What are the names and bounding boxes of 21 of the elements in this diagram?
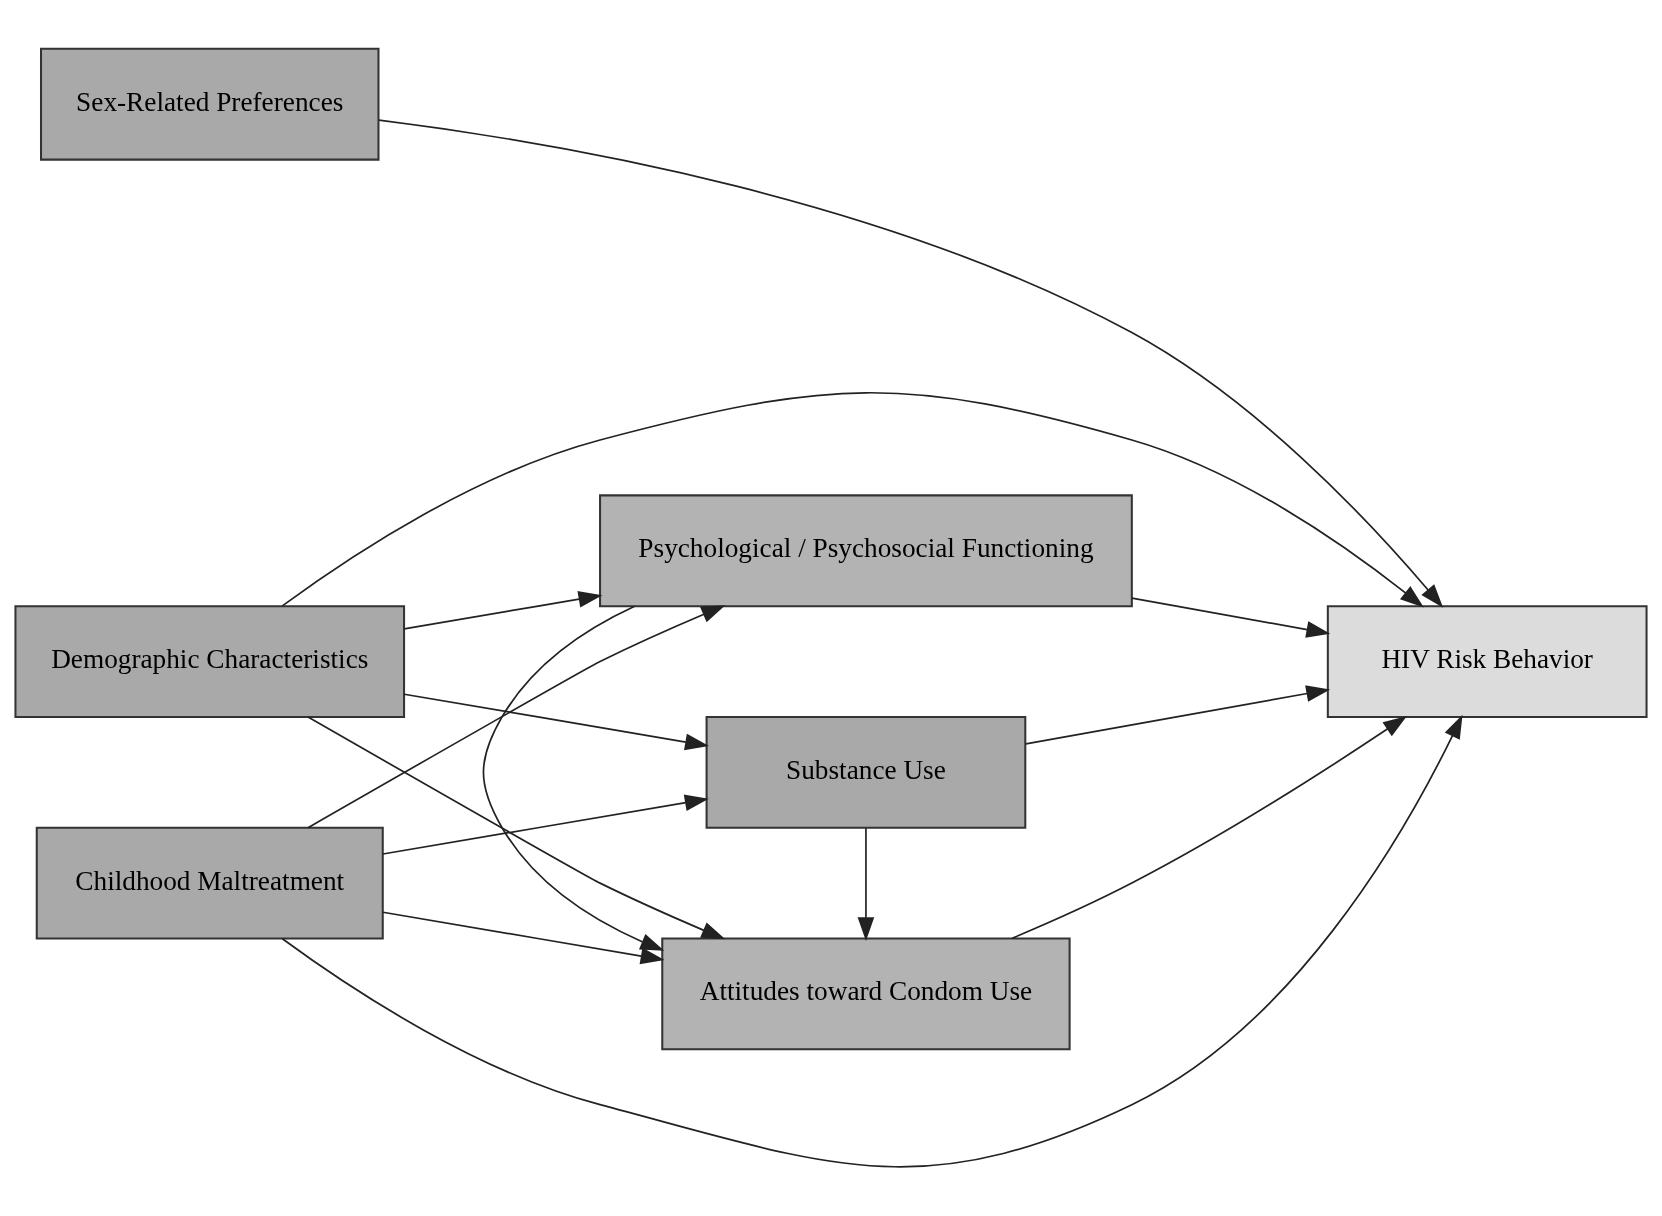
node-box: Sex-Related Preferences xyxy=(40,47,380,161)
arrow xyxy=(1011,715,1407,940)
node-box: Childhood Maltreatment xyxy=(35,826,384,940)
node-box: HIV Risk Behavior xyxy=(1326,605,1648,718)
arrow xyxy=(307,605,726,829)
node-box: Substance Use xyxy=(705,715,1027,829)
node-box: Attitudes toward Condom Use xyxy=(661,937,1071,1051)
arrow xyxy=(403,590,603,630)
arrow xyxy=(482,605,665,951)
arrow xyxy=(382,911,665,965)
node-box: Psychological / Psychosocial Functioning xyxy=(599,494,1133,608)
arrow xyxy=(1025,685,1331,745)
node-box: Demographic Characteristics xyxy=(14,605,406,718)
arrow xyxy=(382,794,709,855)
arrow xyxy=(307,716,726,940)
arrow xyxy=(857,827,875,942)
arrow xyxy=(281,391,1424,608)
arrow xyxy=(281,714,1463,1168)
arrow xyxy=(1131,597,1331,638)
arrow xyxy=(378,119,1444,608)
arrow xyxy=(403,693,709,751)
